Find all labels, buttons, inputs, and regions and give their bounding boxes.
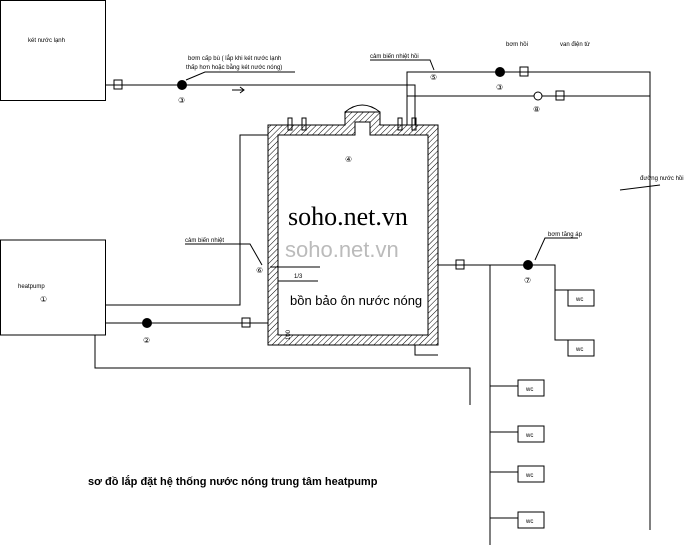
wc-box	[517, 379, 545, 397]
return-line-label: đường nước hồi	[640, 176, 684, 182]
leader-line	[619, 184, 661, 191]
return-pump-icon	[495, 67, 505, 77]
pipe	[94, 335, 471, 405]
tank-label: bồn bảo ôn nước nóng	[290, 293, 422, 308]
number-1: ①	[40, 295, 47, 304]
heatpump-pump-icon	[142, 318, 152, 328]
valve-icon	[113, 79, 123, 90]
wc-label: wc	[525, 433, 533, 439]
cold-tank-box	[0, 0, 106, 101]
nozzle	[397, 117, 403, 131]
wc-6: wc	[490, 511, 545, 529]
wc-box	[517, 465, 545, 483]
wc-5: wc	[490, 465, 545, 483]
watermark-grey: soho.net.vn	[285, 237, 399, 262]
pipe	[406, 71, 651, 530]
leader-line	[370, 59, 435, 71]
nozzle	[287, 117, 293, 131]
wc-label: wc	[525, 387, 533, 393]
cold-tank-label: két nước lạnh	[28, 38, 65, 44]
number-6: ⑥	[256, 266, 263, 275]
leader-line	[185, 243, 263, 266]
wc-box	[517, 425, 545, 443]
leader-line	[185, 71, 295, 81]
pipe	[105, 134, 268, 306]
makeup-pump-icon	[177, 80, 187, 90]
number-3a: ③	[178, 96, 185, 105]
booster-pump-icon	[523, 260, 533, 270]
heatpump-loop: ② cảm biến nhiệt ⑥	[94, 134, 471, 405]
wc-3: wc	[490, 379, 545, 397]
pipe	[414, 345, 438, 356]
pipe	[105, 84, 416, 125]
cold-water-tank: két nước lạnh	[0, 0, 106, 101]
hot-water-supply: ⑦ bơm tăng áp wc wc wc wc wc wc	[438, 232, 595, 545]
number-4: ④	[345, 155, 352, 164]
valve-icon	[519, 66, 529, 77]
wc-label: wc	[525, 473, 533, 479]
temp-sensor-label: cảm biến nhiệt	[185, 238, 224, 244]
wc-label: wc	[575, 347, 583, 353]
tank-dome	[344, 104, 381, 113]
solenoid-valve-label: van điện từ	[560, 42, 590, 48]
valve-icon	[241, 317, 251, 328]
hot-water-tank: ④ soho.net.vn soho.net.vn bồn bảo ôn nướ…	[267, 104, 439, 346]
makeup-pump-label-1: bơm cấp bù ( lắp khi két nước lạnh	[188, 55, 281, 62]
wc-4: wc	[490, 425, 545, 443]
wc-box	[567, 289, 595, 307]
number-5: ⑤	[430, 73, 437, 82]
wc-label: wc	[525, 519, 533, 525]
heatpump-unit: heatpump ①	[0, 239, 106, 336]
number-7: ⑦	[524, 276, 531, 285]
third-mark: 1/3	[294, 274, 303, 280]
valve-icon	[555, 90, 565, 101]
makeup-pump-label-2: thấp hơn hoặc bằng két nước nóng)	[186, 64, 282, 71]
heatpump-box	[0, 239, 106, 336]
nozzle	[411, 117, 417, 131]
number-8: ⑧	[533, 105, 540, 114]
flow-arrow-icon	[232, 86, 245, 94]
number-2: ②	[143, 336, 150, 345]
solenoid-valve-icon	[533, 91, 543, 101]
return-sensor-label: cảm biến nhiệt hồi	[370, 54, 419, 60]
pipe	[490, 264, 568, 341]
number-3b: ③	[496, 83, 503, 92]
pipe	[438, 264, 491, 545]
booster-pump-label: bơm tăng áp	[548, 232, 583, 238]
wc-box	[517, 511, 545, 529]
wc-1: wc	[567, 289, 595, 307]
wc-label: wc	[575, 297, 583, 303]
makeup-water-line: ③ bơm cấp bù ( lắp khi két nước lạnh thấ…	[105, 55, 416, 125]
wc-box	[567, 339, 595, 357]
height-mark: 100	[286, 329, 292, 340]
leader-line	[534, 237, 578, 261]
return-pump-label: bơm hồi	[506, 42, 528, 48]
return-lines: ⑤ cảm biến nhiệt hồi ③ bơm hồi ⑧ van điệ…	[370, 42, 684, 530]
tank-inner	[277, 121, 429, 336]
diagram-title: sơ đồ lắp đặt hệ thống nước nóng trung t…	[88, 475, 378, 488]
nozzle	[301, 117, 307, 131]
valve-icon	[455, 259, 465, 270]
watermark: soho.net.vn	[288, 202, 408, 231]
heatpump-label: heatpump	[18, 284, 45, 290]
wc-2: wc	[567, 339, 595, 357]
